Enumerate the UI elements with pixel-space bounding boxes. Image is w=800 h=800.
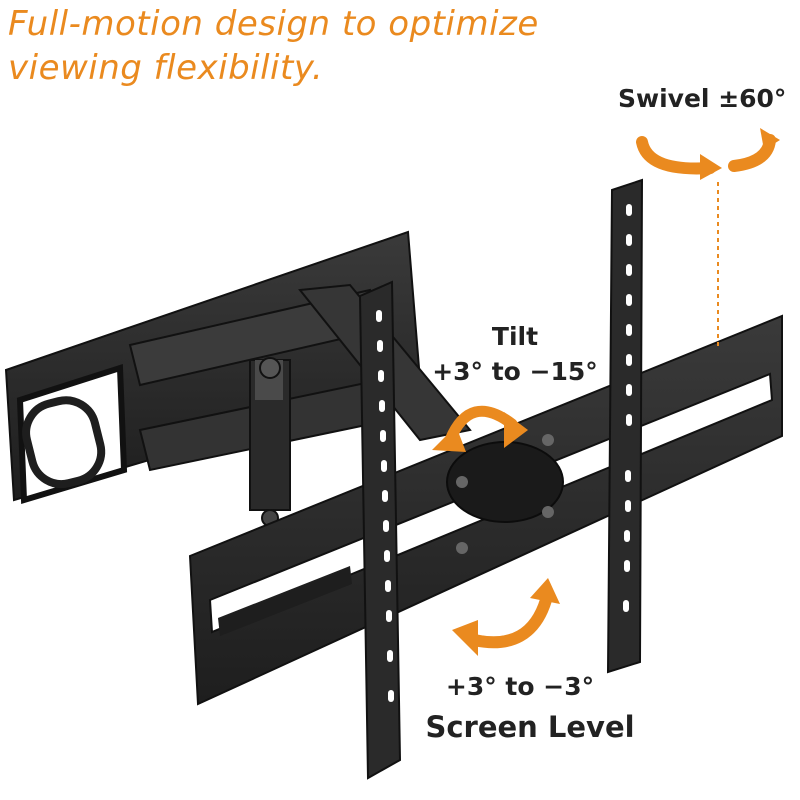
level-arrow-icon xyxy=(452,578,560,656)
swivel-arrow-icon xyxy=(636,128,780,180)
headline-line-2: viewing flexibility. xyxy=(8,48,324,88)
tilt-range-label: +3° to −15° xyxy=(432,357,598,386)
headline-line-1: Full-motion design to optimize xyxy=(8,4,539,44)
tilt-label: Tilt xyxy=(491,322,539,351)
headline: Full-motion design to optimize viewing f… xyxy=(8,2,539,90)
swivel-label: Swivel ±60° xyxy=(618,84,787,113)
screen-level-label: Screen Level xyxy=(425,710,635,744)
tilt-arrow-icon xyxy=(432,405,528,452)
right-vertical-bracket xyxy=(606,178,644,674)
left-vertical-bracket xyxy=(358,280,402,780)
screen-level-range-label: +3° to −3° xyxy=(445,672,595,701)
